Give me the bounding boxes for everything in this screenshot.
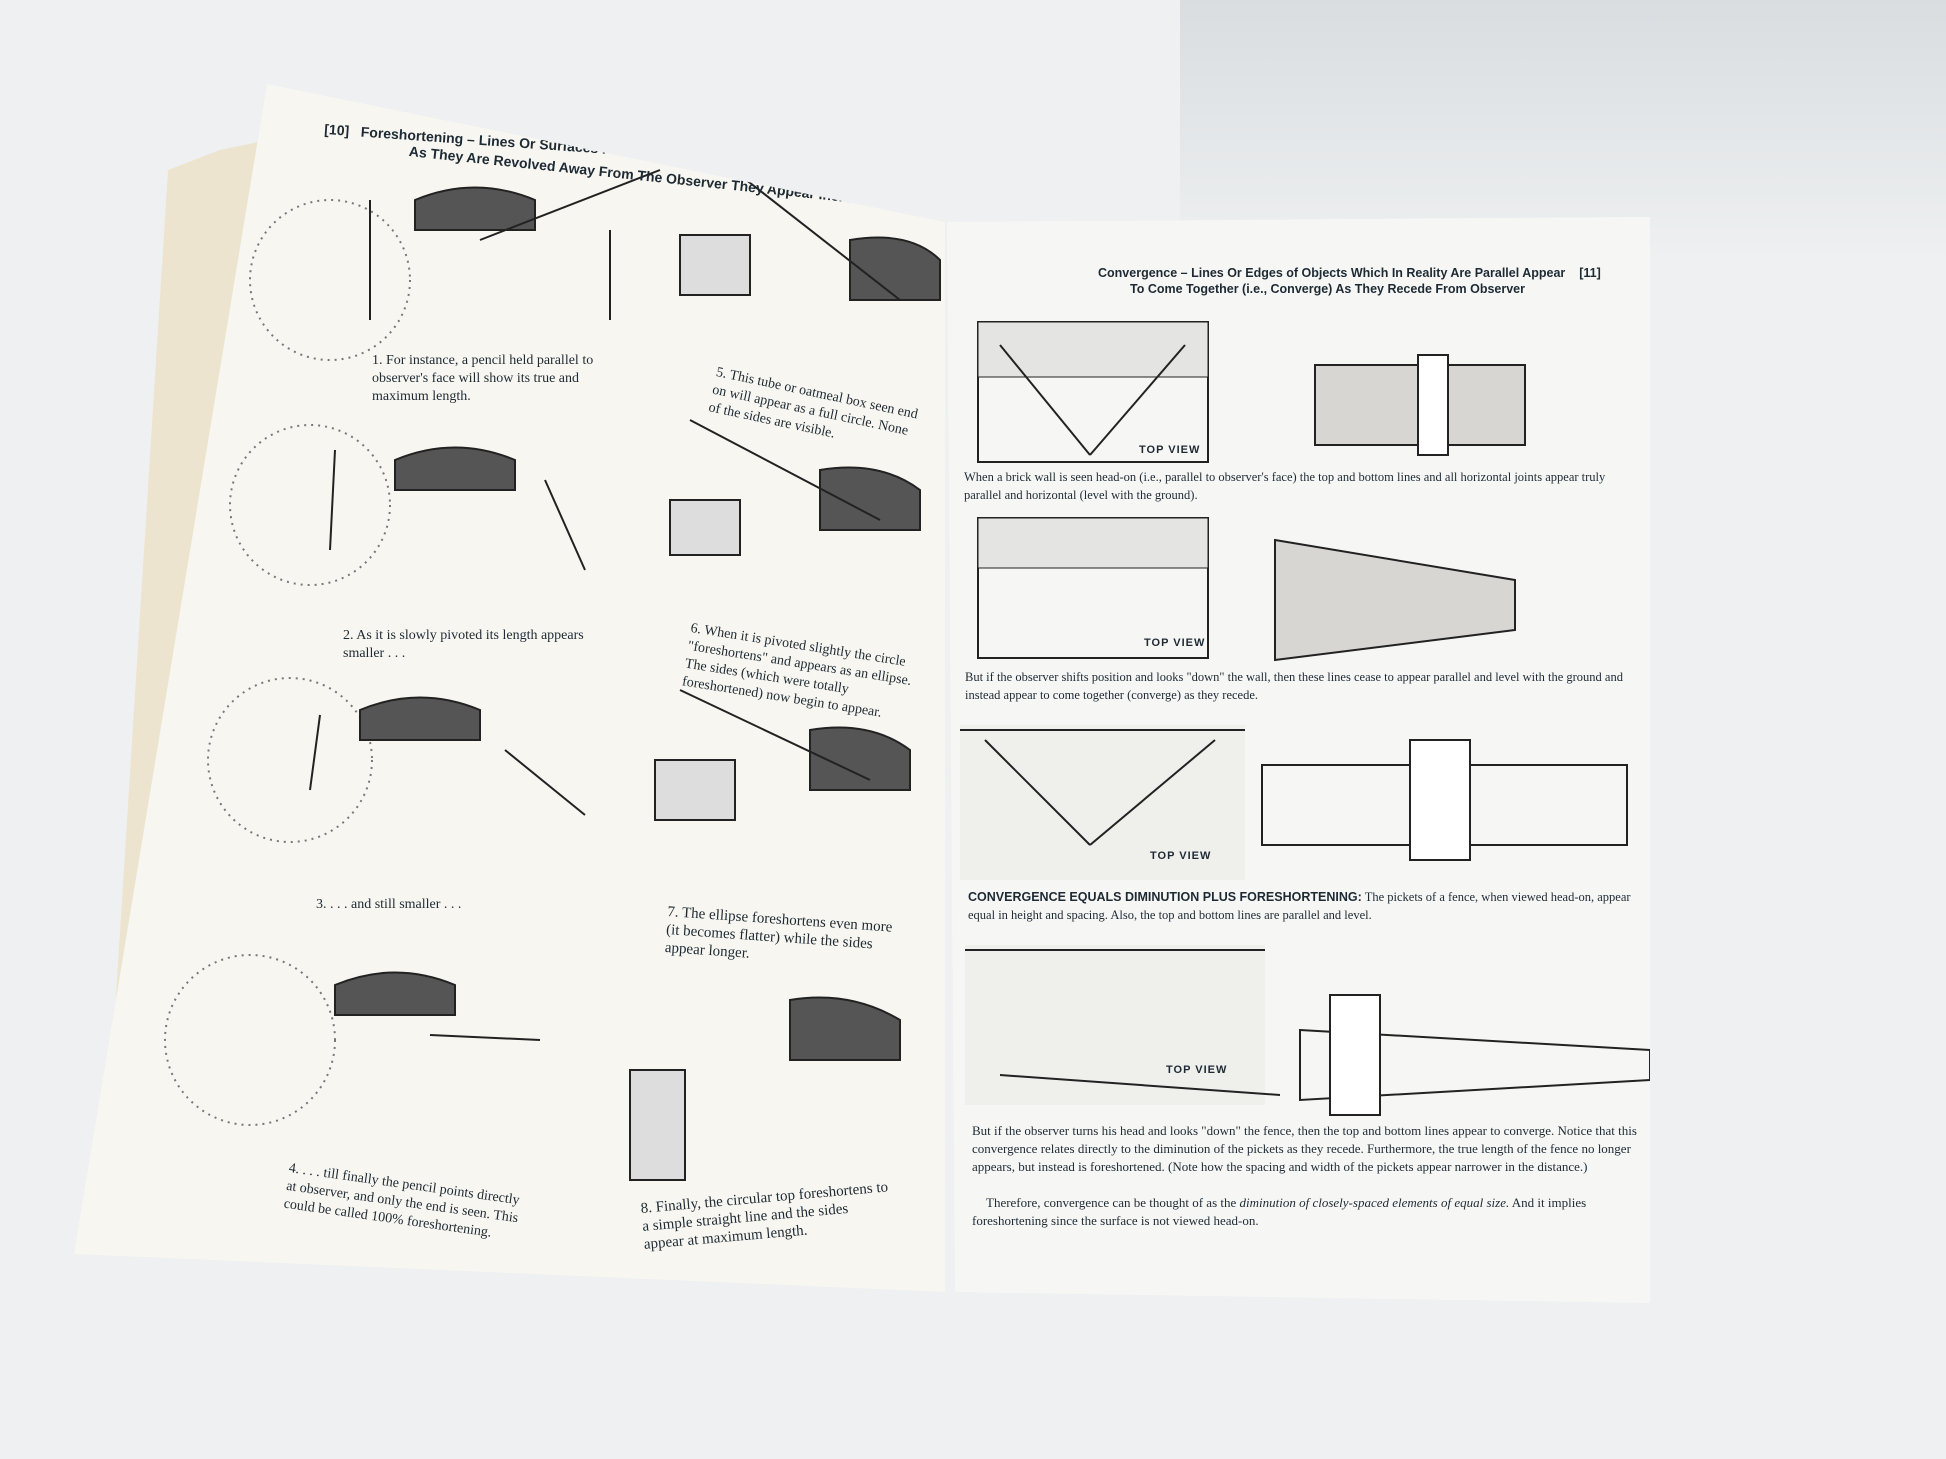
paragraph-5-start: Therefore, convergence can be thought of… — [986, 1195, 1237, 1210]
top-view-label: TOP VIEW — [1144, 637, 1206, 649]
paragraph-4: But if the observer turns his head and l… — [972, 1123, 1637, 1174]
page-number: [10] — [323, 120, 350, 139]
heading-line-2: To Come Together (i.e., Converge) As The… — [1130, 282, 1526, 296]
paragraph-3-lead: CONVERGENCE EQUALS DIMINUTION PLUS FORES… — [968, 890, 1362, 904]
caption-1: 1. For instance, a pencil held parallel … — [372, 353, 594, 404]
background — [1180, 0, 1946, 260]
paragraph-1: When a brick wall is seen head-on (i.e.,… — [964, 470, 1606, 502]
paragraph-5-italic: diminution of closely-spaced elements of… — [1239, 1195, 1510, 1210]
caption-2: 2. As it is slowly pivoted its length ap… — [343, 628, 584, 661]
top-view-label: TOP VIEW — [1139, 444, 1201, 456]
convergence-illustrations — [960, 321, 1650, 1116]
right-page: Convergence – Lines Or Edges of Objects … — [960, 264, 1650, 1230]
paragraph-5: Therefore, convergence can be thought of… — [972, 1194, 1650, 1230]
top-view-label: TOP VIEW — [1166, 1064, 1228, 1076]
page-number: [11] — [1579, 266, 1601, 280]
paragraph-5-end: And it implies foreshortening since the … — [972, 1195, 1587, 1228]
right-page-heading: Convergence – Lines Or Edges of Objects … — [1098, 264, 1618, 282]
caption-3: 3. . . . and still smaller . . . — [316, 897, 462, 912]
heading-line-1: Convergence – Lines Or Edges of Objects … — [1098, 266, 1566, 280]
paragraph-3: CONVERGENCE EQUALS DIMINUTION PLUS FORES… — [968, 888, 1650, 924]
paragraph-2: But if the observer shifts position and … — [965, 670, 1623, 702]
top-view-label: TOP VIEW — [1150, 850, 1212, 862]
paragraph-3-text: The pickets of a fence, when viewed head… — [968, 890, 1631, 922]
foreshortening-illustrations — [164, 169, 941, 1181]
